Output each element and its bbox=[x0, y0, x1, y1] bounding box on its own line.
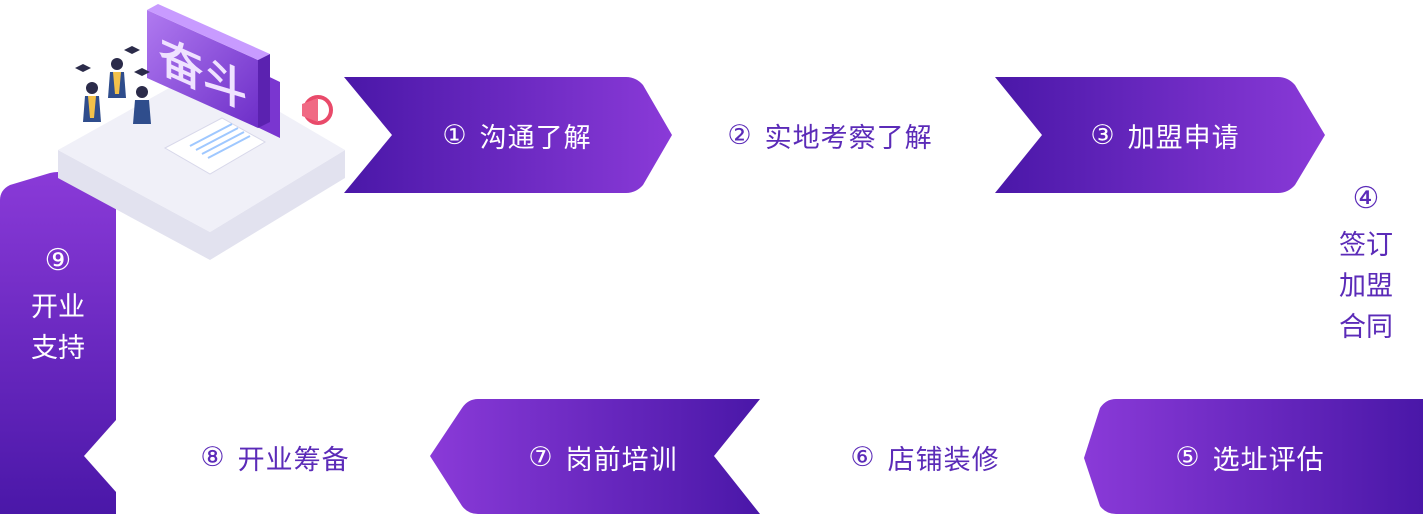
step-7: ⑦ 岗前培训 bbox=[478, 435, 728, 479]
step-2: ② 实地考察了解 bbox=[700, 113, 960, 157]
document-icon bbox=[163, 117, 267, 175]
step-4-line-1: 签订 bbox=[1339, 230, 1393, 261]
step-6-number: ⑥ bbox=[850, 441, 876, 473]
step-4: ④ 签订 加盟 合同 bbox=[1326, 178, 1406, 348]
step-4-number: ④ bbox=[1352, 181, 1380, 216]
step-5: ⑤ 选址评估 bbox=[1125, 435, 1375, 479]
step-9-notch bbox=[84, 420, 116, 492]
step-2-number: ② bbox=[727, 119, 753, 151]
step-6-label: 店铺装修 bbox=[887, 444, 1000, 476]
step-1-label: 沟通了解 bbox=[479, 122, 592, 154]
step-7-arrow bbox=[430, 399, 760, 514]
step-9-number: ⑨ bbox=[44, 243, 72, 278]
platform-side bbox=[58, 150, 345, 260]
step-3: ③ 加盟申请 bbox=[1040, 113, 1290, 157]
step-4-line-3: 合同 bbox=[1339, 312, 1393, 343]
step-2-label: 实地考察了解 bbox=[764, 122, 933, 154]
step-7-label: 岗前培训 bbox=[565, 444, 678, 476]
step-3-number: ③ bbox=[1090, 119, 1116, 151]
illustration bbox=[58, 4, 345, 260]
step-4-line-2: 加盟 bbox=[1339, 271, 1393, 302]
step-8: ⑧ 开业筹备 bbox=[150, 435, 400, 479]
step-8-number: ⑧ bbox=[200, 441, 226, 473]
step-9: ⑨ 开业 支持 bbox=[10, 240, 106, 369]
step-9-line-1: 开业 bbox=[31, 292, 85, 323]
step-3-arrow bbox=[995, 77, 1325, 193]
step-1: ① 沟通了解 bbox=[392, 113, 642, 157]
sign-board bbox=[147, 10, 258, 128]
step-7-number: ⑦ bbox=[528, 441, 554, 473]
step-5-label: 选址评估 bbox=[1212, 444, 1325, 476]
step-8-label: 开业筹备 bbox=[237, 444, 350, 476]
step-1-number: ① bbox=[442, 119, 468, 151]
step-6: ⑥ 店铺装修 bbox=[800, 435, 1050, 479]
step-3-label: 加盟申请 bbox=[1127, 122, 1240, 154]
step-1-arrow bbox=[344, 77, 672, 193]
step-5-arrow bbox=[1084, 399, 1423, 514]
graduates-icon bbox=[75, 46, 151, 124]
step-9-arrow bbox=[0, 172, 116, 514]
step-5-number: ⑤ bbox=[1175, 441, 1201, 473]
step-9-line-2: 支持 bbox=[31, 333, 85, 364]
